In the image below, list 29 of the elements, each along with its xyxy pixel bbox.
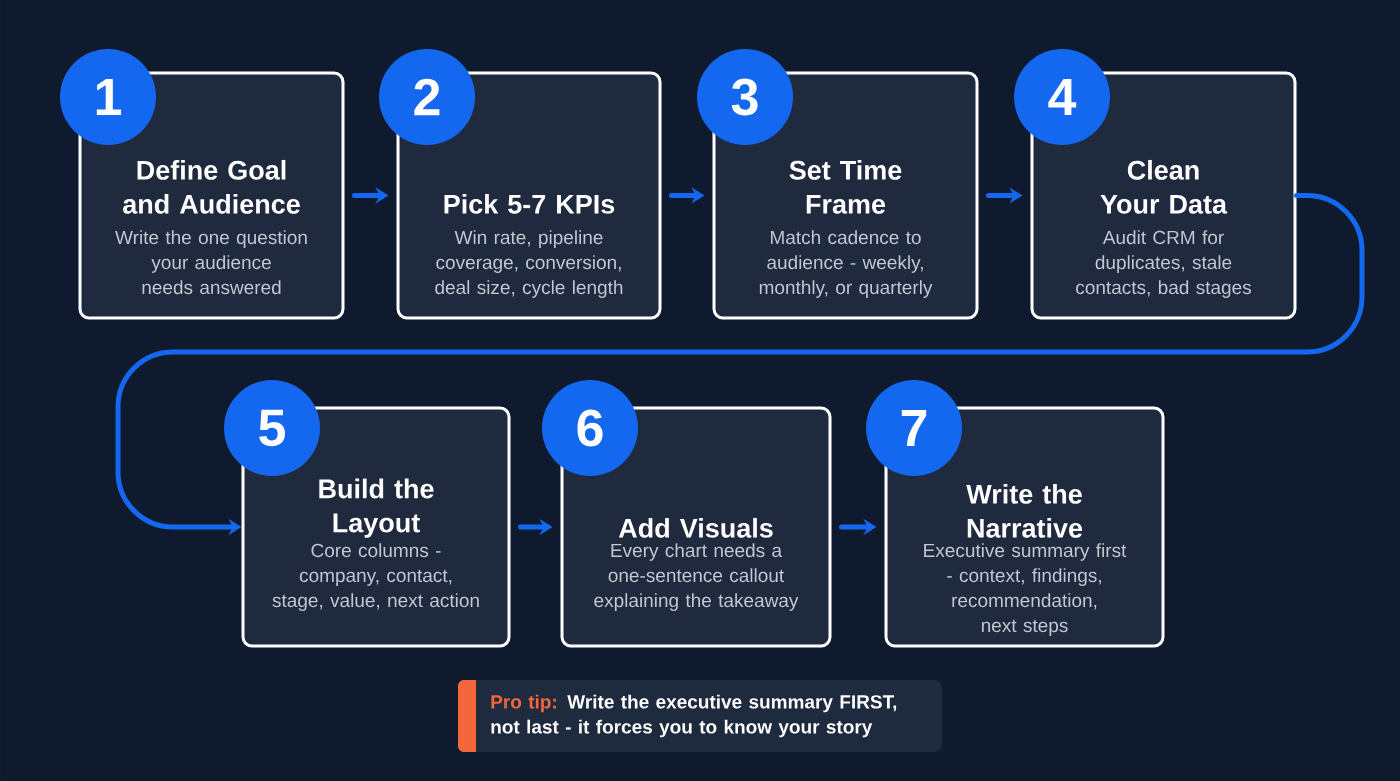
step-card bbox=[884, 406, 1165, 648]
step-title: Set Time Frame bbox=[789, 159, 902, 214]
step-title: Write the Narrative bbox=[966, 483, 1083, 538]
tip-box: Pro tip: Write the executive summary FIRST, not last - it forces you to know your story bbox=[458, 680, 942, 752]
step-card bbox=[396, 71, 662, 320]
step-title: Pick 5-7 KPIs bbox=[444, 193, 615, 214]
step-card bbox=[78, 71, 345, 320]
step-card bbox=[712, 71, 979, 320]
step-description: Audit CRM for duplicates, stale contacts, bad stages bbox=[1076, 230, 1251, 298]
step-description: Core columns - company, contact, stage, value, next action bbox=[272, 543, 479, 611]
step-number: 4 bbox=[1014, 49, 1110, 145]
step-description: Every chart needs a one-sentence callout explaining the takeaway bbox=[594, 543, 799, 611]
step-description: Write the one question your audience needs answered bbox=[115, 230, 307, 295]
step-title: Clean Your Data bbox=[1100, 159, 1228, 214]
step-description: Win rate, pipeline coverage, conversion, deal size, cycle length bbox=[435, 230, 623, 298]
step-number: 7 bbox=[866, 380, 962, 476]
step-description: Match cadence to audience - weekly, monthly, or quarterly bbox=[759, 230, 933, 298]
step-number: 3 bbox=[697, 49, 793, 145]
step-description: Executive summary first - context, findings, recommendation, next steps bbox=[924, 543, 1127, 636]
step-number: 1 bbox=[60, 49, 156, 145]
step-title: Add Visuals bbox=[618, 517, 773, 538]
step-number: 6 bbox=[542, 380, 638, 476]
step-card bbox=[1030, 71, 1297, 320]
step-number: 2 bbox=[379, 49, 475, 145]
step-number: 5 bbox=[224, 380, 320, 476]
step-card bbox=[560, 406, 832, 648]
step-card bbox=[241, 406, 511, 648]
step-title: Define Goal and Audience bbox=[123, 159, 300, 214]
step-title: Build the Layout bbox=[319, 478, 434, 538]
